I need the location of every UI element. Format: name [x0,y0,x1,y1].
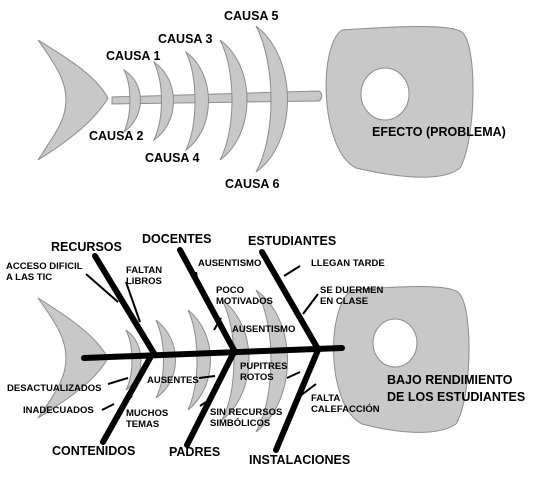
label-causa-3: CAUSA 3 [158,32,213,46]
bottom-tail [37,297,109,419]
bone-estudiantes [259,249,321,352]
line-sin [199,397,213,407]
label-causa-1: CAUSA 1 [106,49,161,63]
effect-line1: BAJO RENDIMIENTO [387,373,513,387]
cause-duermen-line2: EN CLASE [320,295,369,307]
top-rib-2 [152,60,174,142]
category-estudiantes: ESTUDIANTES [248,234,337,248]
top-spine [111,90,323,105]
bottom-bones [81,247,345,453]
effect-line2: DE LOS ESTUDIANTES [387,390,526,405]
cause-inadecuados: INADECUADOS [23,405,94,416]
line-acceso [85,273,119,303]
cause-poco-line1: POCO [216,285,244,296]
cause-sin-line2: SIMBÓLICOS [210,417,271,429]
effect-bajo-rendimiento: BAJO RENDIMIENTO DE LOS ESTUDIANTES [387,373,525,405]
sub-cause-lines [85,265,319,411]
cause-sin-recursos: SIN RECURSOS SIMBÓLICOS [210,407,283,430]
line-faltan [125,281,141,323]
cause-llegan-tarde: LLEGAN TARDE [311,258,385,269]
bottom-rib-2 [155,319,176,399]
top-rib-4 [219,39,248,161]
line-llegan [283,265,301,277]
bone-instalaciones [273,347,321,453]
top-eye [360,67,410,121]
cause-ausentismo-estudiantes: AUSENTISMO [232,324,296,335]
line-inadec [101,403,115,411]
cause-falta-calefaccion: FALTA CALEFACCIÓN [311,393,380,416]
cause-faltan-libros: FALTAN LIBROS [126,265,163,288]
bottom-main-spine [81,345,345,361]
line-ausentes [198,375,216,379]
cause-duermen-line1: SE DUERMEN [320,285,384,296]
cause-pupitres-line1: PUPITRES [240,361,288,372]
line-falta [299,383,317,397]
top-rib-1 [122,68,141,134]
cause-muchos-line2: TEMAS [126,418,160,430]
label-causa-6: CAUSA 6 [225,177,280,191]
bottom-eye [372,318,418,368]
label-effect-top: EFECTO (PROBLEMA) [372,125,506,139]
bottom-fishbone [37,286,470,433]
bottom-rib-5 [255,289,288,433]
category-docentes: DOCENTES [142,232,212,246]
line-duermen [302,293,319,315]
cause-poco-line2: MOTIVADOS [216,295,273,307]
cause-falta-line1: FALTA [311,393,341,404]
cause-pupitres-line2: ROTOS [240,371,274,383]
line-muchos [119,395,133,409]
cause-acceso-line2: A LAS TIC [6,271,53,283]
line-ausentismo-docentes [195,271,199,285]
bottom-rib-3 [187,309,211,411]
bone-recursos [92,253,158,358]
top-tail [37,39,109,161]
category-padres: PADRES [169,445,221,459]
cause-poco-motivados: POCO MOTIVADOS [216,285,273,308]
cause-acceso-dificil: ACCESO DIFICIL A LAS TIC [6,261,83,284]
top-rib-3 [185,51,209,151]
category-instalaciones: INSTALACIONES [249,453,351,467]
cause-faltan-line1: FALTAN [126,265,163,276]
line-pupitres [286,371,301,379]
top-rib-5 [255,25,288,173]
cause-sin-line1: SIN RECURSOS [210,407,283,418]
line-poco [213,317,222,331]
line-desact [107,377,129,385]
cause-ausentismo-docentes: AUSENTISMO [198,258,262,269]
label-causa-5: CAUSA 5 [224,9,279,23]
cause-acceso-line1: ACCESO DIFICIL [6,261,83,272]
top-fishbone [37,25,474,178]
bone-docentes [177,247,238,355]
cause-se-duermen: SE DUERMEN EN CLASE [320,285,384,308]
cause-ausentes: AUSENTES [147,375,199,386]
bottom-rib-4 [221,299,250,421]
cause-falta-line2: CALEFACCIÓN [311,403,380,415]
bone-contenidos [100,355,153,445]
category-contenidos: CONTENIDOS [52,444,136,458]
category-recursos: RECURSOS [51,240,122,254]
cause-faltan-line2: LIBROS [126,275,162,287]
cause-muchos-line1: MUCHOS [126,408,169,419]
cause-pupitres-rotos: PUPITRES ROTOS [240,361,288,384]
label-causa-2: CAUSA 2 [89,129,144,143]
cause-desactualizados: DESACTUALIZADOS [7,383,102,394]
label-causa-4: CAUSA 4 [145,151,200,165]
cause-muchos-temas: MUCHOS TEMAS [126,408,169,431]
